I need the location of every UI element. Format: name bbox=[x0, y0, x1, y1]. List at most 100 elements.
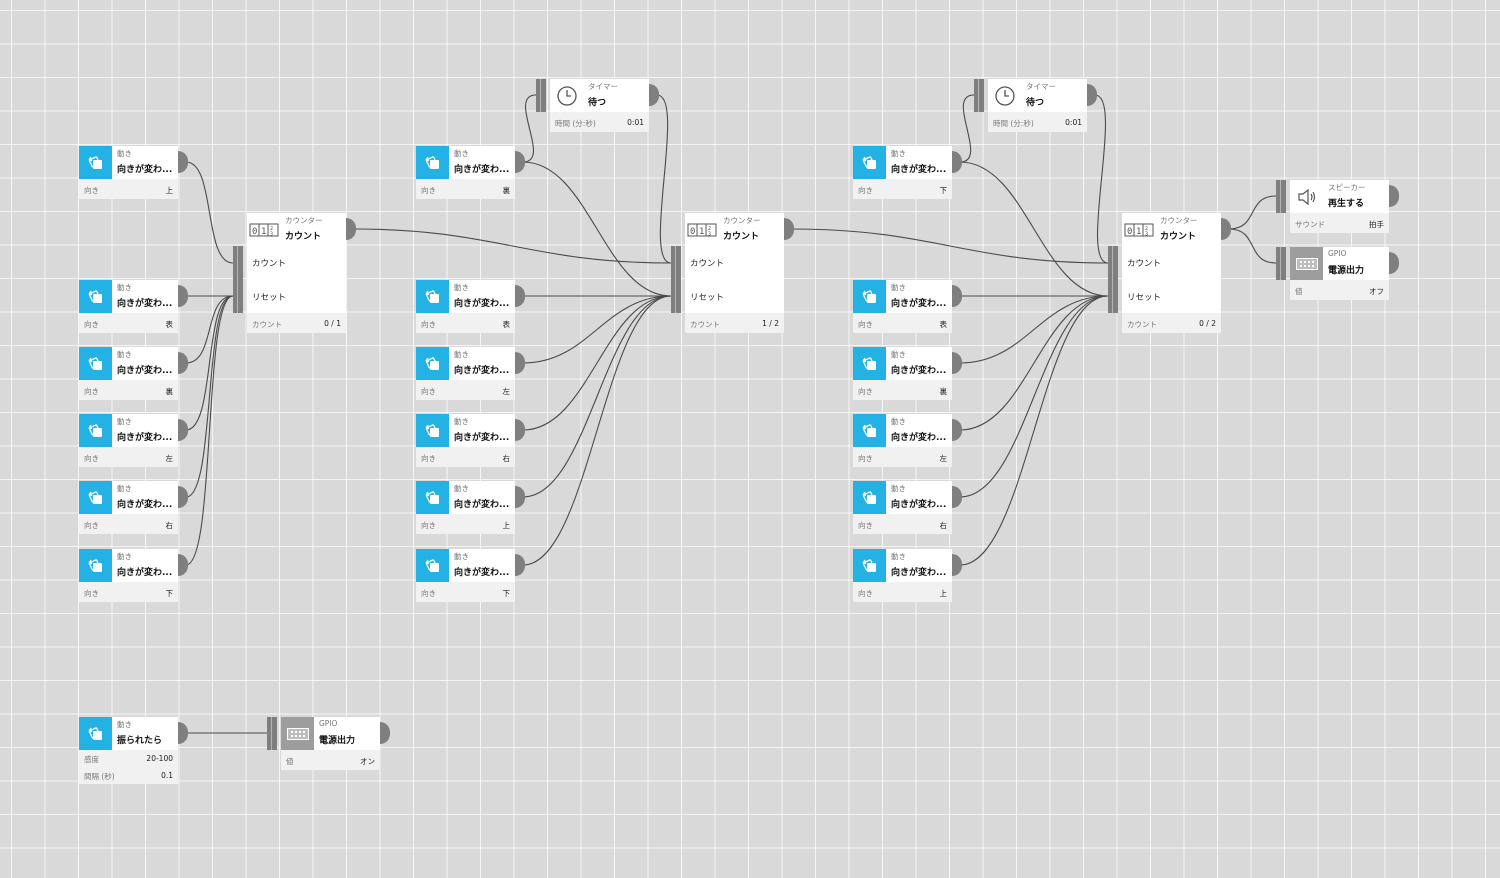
output-port[interactable] bbox=[1221, 218, 1231, 240]
motion-node[interactable]: 動き向きが変わ... 向き 表 bbox=[853, 280, 962, 333]
input-port[interactable] bbox=[1276, 180, 1286, 213]
wire[interactable] bbox=[1228, 195, 1277, 230]
output-port[interactable] bbox=[515, 486, 525, 508]
motion-node[interactable]: 動き向きが変わ... 向き 表 bbox=[416, 280, 525, 333]
motion-node[interactable]: 動き向きが変わ... 向き 下 bbox=[416, 549, 525, 602]
param-row[interactable]: 感度 20-100 bbox=[79, 750, 178, 767]
output-port[interactable] bbox=[1389, 185, 1399, 207]
output-port[interactable] bbox=[952, 352, 962, 374]
motion-node[interactable]: 動き向きが変わ... 向き 左 bbox=[79, 414, 188, 467]
param-row[interactable]: 向き 右 bbox=[79, 516, 178, 533]
output-port[interactable] bbox=[178, 285, 188, 307]
param-row[interactable]: 値 オン bbox=[281, 752, 380, 769]
param-row[interactable]: 向き 右 bbox=[853, 516, 952, 533]
input-port[interactable] bbox=[974, 79, 984, 112]
wire[interactable] bbox=[522, 94, 537, 163]
output-port[interactable] bbox=[178, 151, 188, 173]
input-port[interactable] bbox=[536, 79, 546, 112]
wire[interactable] bbox=[1094, 94, 1109, 264]
motion-node[interactable]: 動き向きが変わ... 向き 上 bbox=[853, 549, 962, 602]
input-port[interactable] bbox=[233, 246, 243, 313]
param-row[interactable]: カウント 1 / 2 bbox=[685, 315, 784, 332]
motion-node[interactable]: 動き向きが変わ... 向き 左 bbox=[853, 414, 962, 467]
param-row[interactable]: 向き 下 bbox=[853, 181, 952, 198]
param-row[interactable]: 向き 上 bbox=[853, 584, 952, 601]
motion-node[interactable]: 動き向きが変わ... 向き 裏 bbox=[79, 347, 188, 400]
output-port[interactable] bbox=[178, 554, 188, 576]
param-row[interactable]: 間隔 (秒) 0.1 bbox=[79, 767, 178, 784]
motion-node[interactable]: 動き向きが変わ... 向き 裏 bbox=[853, 347, 962, 400]
wire[interactable] bbox=[185, 295, 234, 364]
wire[interactable] bbox=[959, 295, 1109, 566]
wire[interactable] bbox=[959, 295, 1109, 364]
param-row[interactable]: 向き 下 bbox=[79, 584, 178, 601]
param-row[interactable]: 向き 左 bbox=[416, 382, 515, 399]
param-row[interactable]: 向き 裏 bbox=[79, 382, 178, 399]
param-row[interactable]: 向き 表 bbox=[416, 315, 515, 332]
input-port[interactable] bbox=[267, 717, 277, 750]
param-row[interactable]: 向き 左 bbox=[79, 449, 178, 466]
input-port[interactable] bbox=[1276, 247, 1286, 280]
wire[interactable] bbox=[522, 161, 672, 297]
output-port[interactable] bbox=[178, 722, 188, 744]
output-port[interactable] bbox=[952, 285, 962, 307]
output-port[interactable] bbox=[784, 218, 794, 240]
input-port[interactable] bbox=[1108, 246, 1118, 313]
output-port[interactable] bbox=[649, 84, 659, 106]
timer-node[interactable]: タイマー待つ 時間 (分:秒) 0:01 bbox=[974, 79, 1097, 132]
wire[interactable] bbox=[185, 295, 234, 431]
wire[interactable] bbox=[522, 295, 672, 498]
output-port[interactable] bbox=[952, 486, 962, 508]
speaker-node[interactable]: スピーカー再生する サウンド 拍手 bbox=[1276, 180, 1399, 233]
wire[interactable] bbox=[522, 295, 672, 364]
wire[interactable] bbox=[522, 295, 672, 566]
param-row[interactable]: 向き 下 bbox=[416, 584, 515, 601]
param-row[interactable]: 向き 表 bbox=[79, 315, 178, 332]
motion-node[interactable]: 動き向きが変わ... 向き 下 bbox=[79, 549, 188, 602]
motion-node[interactable]: 動き向きが変わ... 向き 上 bbox=[416, 481, 525, 534]
wire[interactable] bbox=[185, 295, 234, 498]
output-port[interactable] bbox=[515, 285, 525, 307]
motion-node[interactable]: 動き向きが変わ... 向き 表 bbox=[79, 280, 188, 333]
motion-node[interactable]: 動き向きが変わ... 向き 右 bbox=[853, 481, 962, 534]
param-row[interactable]: 時間 (分:秒) 0:01 bbox=[550, 114, 649, 131]
output-port[interactable] bbox=[515, 554, 525, 576]
output-port[interactable] bbox=[346, 218, 356, 240]
param-row[interactable]: 向き 左 bbox=[853, 449, 952, 466]
output-port[interactable] bbox=[178, 419, 188, 441]
output-port[interactable] bbox=[1087, 84, 1097, 106]
input-port[interactable] bbox=[671, 246, 681, 313]
motion-node[interactable]: 動き振られたら 感度 20-100 間隔 (秒) 0.1 bbox=[79, 717, 188, 784]
wire[interactable] bbox=[185, 161, 234, 264]
param-row[interactable]: 向き 上 bbox=[79, 181, 178, 198]
wire[interactable] bbox=[959, 161, 1109, 297]
wire[interactable] bbox=[959, 94, 975, 163]
param-row[interactable]: カウント 0 / 2 bbox=[1122, 315, 1221, 332]
output-port[interactable] bbox=[515, 352, 525, 374]
wire[interactable] bbox=[185, 295, 234, 566]
wire[interactable] bbox=[522, 295, 672, 431]
output-port[interactable] bbox=[515, 419, 525, 441]
param-row[interactable]: 向き 裏 bbox=[416, 181, 515, 198]
output-port[interactable] bbox=[515, 151, 525, 173]
param-row[interactable]: 時間 (分:秒) 0:01 bbox=[988, 114, 1087, 131]
param-row[interactable]: 向き 右 bbox=[416, 449, 515, 466]
wire[interactable] bbox=[959, 295, 1109, 498]
motion-node[interactable]: 動き向きが変わ... 向き 右 bbox=[416, 414, 525, 467]
output-port[interactable] bbox=[178, 486, 188, 508]
motion-node[interactable]: 動き向きが変わ... 向き 上 bbox=[79, 146, 188, 199]
wire[interactable] bbox=[656, 94, 672, 264]
wire[interactable] bbox=[959, 295, 1109, 431]
output-port[interactable] bbox=[380, 722, 390, 744]
motion-node[interactable]: 動き向きが変わ... 向き 左 bbox=[416, 347, 525, 400]
output-port[interactable] bbox=[952, 554, 962, 576]
param-row[interactable]: 向き 上 bbox=[416, 516, 515, 533]
param-row[interactable]: 値 オフ bbox=[1290, 282, 1389, 299]
param-row[interactable]: 向き 裏 bbox=[853, 382, 952, 399]
motion-node[interactable]: 動き向きが変わ... 向き 裏 bbox=[416, 146, 525, 199]
wire[interactable] bbox=[791, 228, 1109, 264]
output-port[interactable] bbox=[952, 151, 962, 173]
